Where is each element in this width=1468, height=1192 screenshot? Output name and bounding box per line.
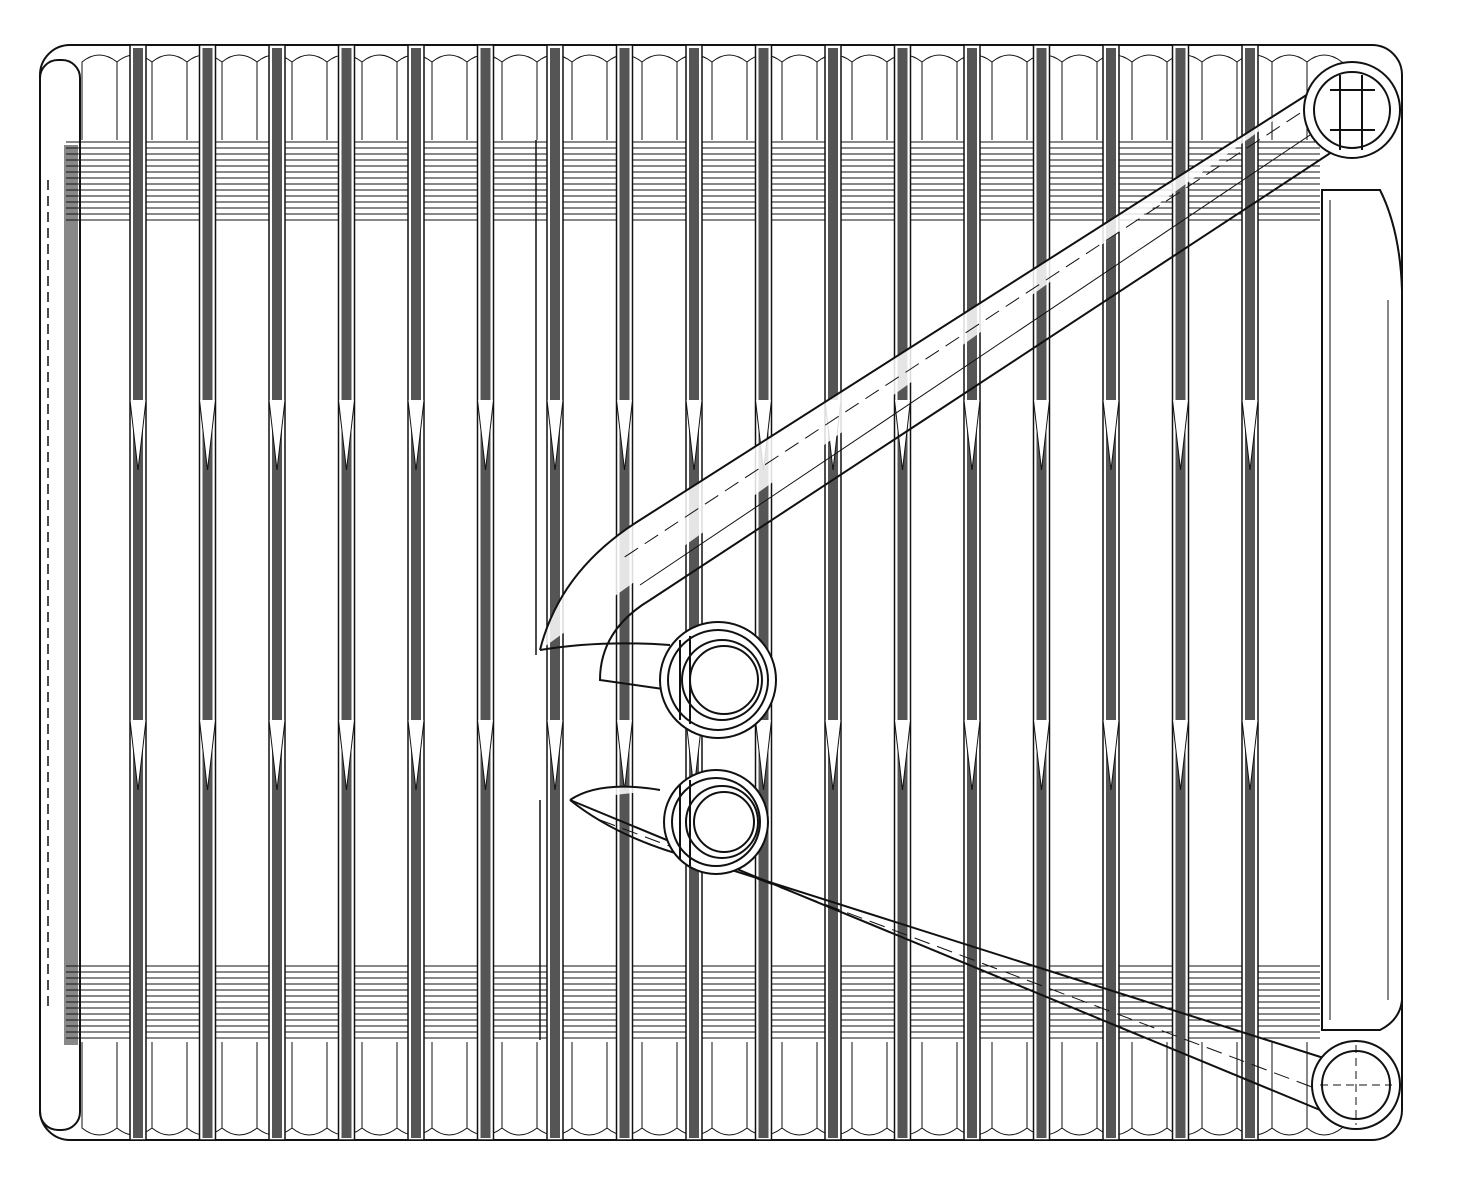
header-scallop xyxy=(1061,54,1098,140)
tube xyxy=(407,44,425,1141)
header-scallop xyxy=(221,54,258,140)
header-scallop xyxy=(81,54,118,140)
header-scallop xyxy=(1306,1042,1343,1136)
header-scallop xyxy=(1061,1042,1098,1136)
lower-fitting xyxy=(663,769,769,875)
header-scallop xyxy=(1306,54,1343,140)
header-scallop xyxy=(991,54,1028,140)
header-scallop xyxy=(501,54,538,140)
tube xyxy=(963,44,981,1141)
header-scallop xyxy=(711,1042,748,1136)
tube xyxy=(268,44,286,1141)
bottom-right-port xyxy=(1311,1040,1401,1130)
tube xyxy=(476,44,495,1141)
upper-fitting xyxy=(659,621,777,739)
header-scallop xyxy=(291,54,328,140)
header-scallop xyxy=(1201,54,1238,140)
tube xyxy=(337,44,356,1141)
header-scallop xyxy=(361,54,398,140)
header-scallop xyxy=(851,54,888,140)
header-scallop xyxy=(921,54,958,140)
header-scallop xyxy=(781,54,818,140)
header-scallop xyxy=(571,54,608,140)
header-scallop xyxy=(1131,1042,1168,1136)
tube xyxy=(198,44,217,1141)
tube xyxy=(1102,44,1120,1141)
header-scallop xyxy=(571,1042,608,1136)
lower-pipe xyxy=(539,785,1331,1111)
header-scallop xyxy=(641,54,678,140)
tube xyxy=(1171,44,1190,1141)
tube xyxy=(129,44,147,1141)
header-scallop xyxy=(851,1042,888,1136)
header-scallop xyxy=(151,1042,188,1136)
header-scallop xyxy=(991,1042,1028,1136)
header-scallop xyxy=(921,1042,958,1136)
tube-array xyxy=(129,44,1259,1141)
tube xyxy=(824,44,842,1141)
header-scallop xyxy=(431,1042,468,1136)
right-side-tank xyxy=(1321,189,1403,1031)
header-scallop xyxy=(151,54,188,140)
header-scallop xyxy=(431,54,468,140)
left-side-plate xyxy=(39,59,81,1131)
header-scallop xyxy=(221,1042,258,1136)
tube xyxy=(1032,44,1051,1141)
tube xyxy=(546,44,564,1141)
core-frame xyxy=(39,44,1403,1141)
header-scallop xyxy=(1131,54,1168,140)
upper-pipe xyxy=(535,79,1337,691)
header-scallop xyxy=(1201,1042,1238,1136)
tube xyxy=(893,44,912,1141)
header-scallop xyxy=(291,1042,328,1136)
tube xyxy=(615,44,634,1141)
top-right-port xyxy=(1303,61,1401,159)
header-scallop xyxy=(1271,1042,1308,1136)
header-scallop xyxy=(501,1042,538,1136)
header-scallop xyxy=(711,54,748,140)
tube xyxy=(1241,44,1259,1141)
header-scallop xyxy=(361,1042,398,1136)
header-scallop xyxy=(81,1042,118,1136)
tube xyxy=(754,44,773,1141)
header-scallop xyxy=(641,1042,678,1136)
tube xyxy=(685,44,703,1141)
header-scallop xyxy=(781,1042,818,1136)
